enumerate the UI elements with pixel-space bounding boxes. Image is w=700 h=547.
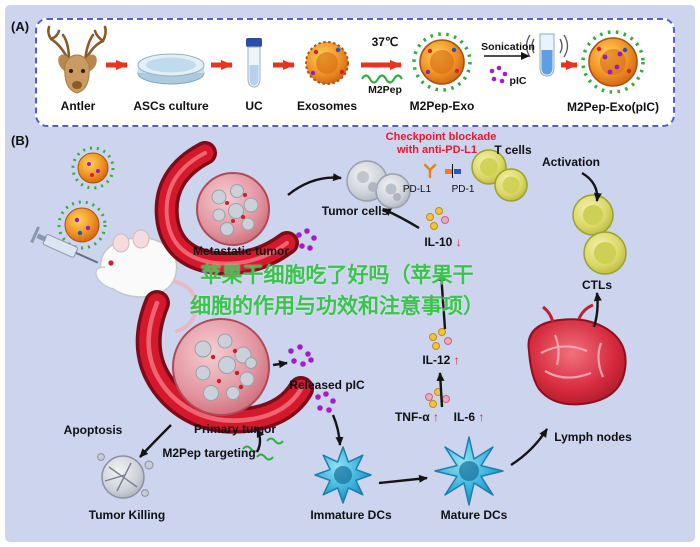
m2pep-exo-label: M2Pep-Exo [409,99,475,113]
apoptosis-label: Apoptosis [63,423,123,437]
il10-dots-icon [426,207,449,230]
flow-arrows [139,171,602,485]
il6-text: IL-6 [453,410,475,424]
blood-vessel-lower [135,290,314,434]
m2pep-exo-pic-icon [581,30,645,94]
released-pic-label: Released pIC [289,378,365,392]
tumor-killing-cell-icon [97,453,154,499]
tumor-killing-label: Tumor Killing [88,508,166,522]
checkpoint-blockade-label-1: Checkpoint blockade [385,131,497,143]
m2pep-exo-icon [412,32,472,92]
released-pic-dots-2 [288,344,314,367]
m2pep-targeting-label: M2Pep targeting [162,446,256,460]
watermark-line1: 苹果干细胞吃了好吗（苹果干 [200,264,474,287]
m2pep-label: M2Pep [368,84,402,96]
checkpoint-blockade-label-2: with anti-PD-L1 [396,144,478,156]
exosomes-label: Exosomes [296,99,358,113]
watermark-line2: 细胞的作用与功效和注意事项） [190,295,484,318]
sonication-label: Sonication [481,41,535,53]
il10-text: IL-10 [424,235,453,249]
metastatic-tumor-icon [196,172,270,246]
il12-text: IL-12 [422,353,451,367]
il6-up-arrow: ↑ [478,410,485,424]
t-cells-icon [471,149,528,202]
immature-dc-icon [314,446,372,504]
il10-label: IL-10 ↓ [424,236,461,249]
pic-label: pIC [509,75,527,87]
il12-label: IL-12 ↑ [422,354,459,367]
il6-label: IL-6 ↑ [454,411,485,424]
primary-tumor-icon [172,318,270,416]
syringe-icon [30,226,99,264]
anti-pd-l1-antibody-icon [423,163,461,179]
tumor-cells-label: Tumor cells [321,204,389,218]
mature-dcs-label: Mature DCs [440,508,508,522]
m2pep-peptide-icon [361,74,403,84]
il12-up-arrow: ↑ [453,353,460,367]
panel-b-label: (B) [11,133,30,148]
released-pic-dots-3 [315,391,336,413]
uc-label: UC [245,99,263,113]
watermark: 苹果干细胞吃了好吗（苹果干 细胞的作用与功效和注意事项） [190,260,484,322]
pd-l1-label: PD-L1 [402,184,432,195]
ascs-culture-label: ASCs culture [133,99,209,113]
temperature-label: 37℃ [371,35,399,49]
lymph-nodes-label: Lymph nodes [554,430,632,444]
ascs-culture-dish-icon [137,53,205,85]
tnf-a-text: TNF-α [394,410,430,424]
tumor-cells-icon [346,160,411,209]
injected-exosome-icon-1 [71,146,115,190]
metastatic-tumor-label: Metastatic tumor [192,244,290,258]
mouse-icon [95,229,198,333]
blood-vessel-upper [154,141,299,276]
sonication-tube-icon [525,33,569,77]
ctls-label: CTLs [582,278,612,292]
tnf-a-label: TNF-α ↑ [395,411,439,424]
t-cells-label: T cells [494,143,532,157]
artwork-layer [30,25,645,506]
antler-icon [47,25,107,94]
primary-tumor-label: Primary tumor [193,422,277,436]
pic-dots-icon [489,65,508,84]
tnf-il6-dots-icon [425,388,450,408]
il10-down-arrow: ↓ [455,235,462,249]
m2pep-exo-pic-label: M2Pep-Exo(pIC) [566,100,660,114]
tnf-a-up-arrow: ↑ [433,410,440,424]
panel-a-label: (A) [11,19,30,34]
il12-dots-icon [429,328,452,350]
ctls-icon [572,194,627,275]
exosome-icon [305,41,349,85]
released-pic-dots-1 [296,228,317,251]
activation-label: Activation [541,155,601,169]
lymph-nodes-icon [527,303,627,406]
antler-label: Antler [60,99,96,113]
injected-exosome-icon-2 [57,200,107,250]
pd-1-label: PD-1 [451,184,475,195]
immature-dcs-label: Immature DCs [310,508,392,522]
mature-dc-icon [434,436,504,506]
uc-tube-icon [246,38,262,88]
